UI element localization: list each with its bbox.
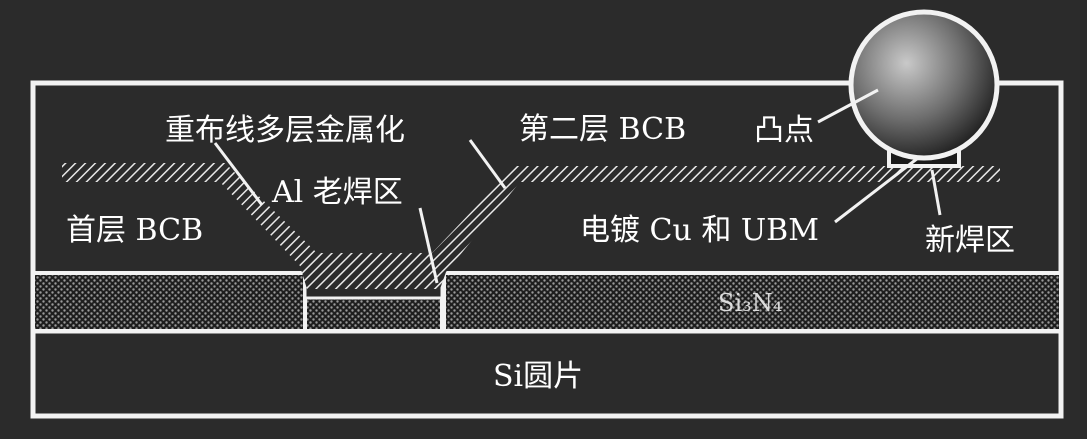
label-al-old-pad: Al 老焊区 [271, 175, 403, 210]
label-rdl-metallization: 重布线多层金属化 [165, 113, 405, 148]
passivation-left [31, 271, 307, 333]
pad-base [303, 295, 444, 333]
label-passivation: Si₃N₄ [718, 289, 782, 317]
leader-rdl-left [213, 142, 264, 206]
leader-al-pad [418, 207, 439, 284]
label-first-bcb: 首层 BCB [66, 213, 203, 248]
rdl-metal-layer [62, 163, 1000, 289]
passivation-right [442, 271, 1063, 333]
label-si-wafer: Si圆片 [493, 359, 583, 394]
solder-bump [848, 9, 1000, 161]
leader-rdl-right [468, 139, 507, 189]
leader-cu-ubm [834, 156, 919, 224]
leader-bump [817, 88, 879, 124]
label-new-pad: 新焊区 [925, 223, 1015, 258]
label-bump: 凸点 [754, 113, 814, 148]
label-second-bcb: 第二层 BCB [519, 112, 686, 147]
label-plated-cu-ubm: 电镀 Cu 和 UBM [580, 213, 819, 248]
leader-new-pad [930, 169, 942, 216]
